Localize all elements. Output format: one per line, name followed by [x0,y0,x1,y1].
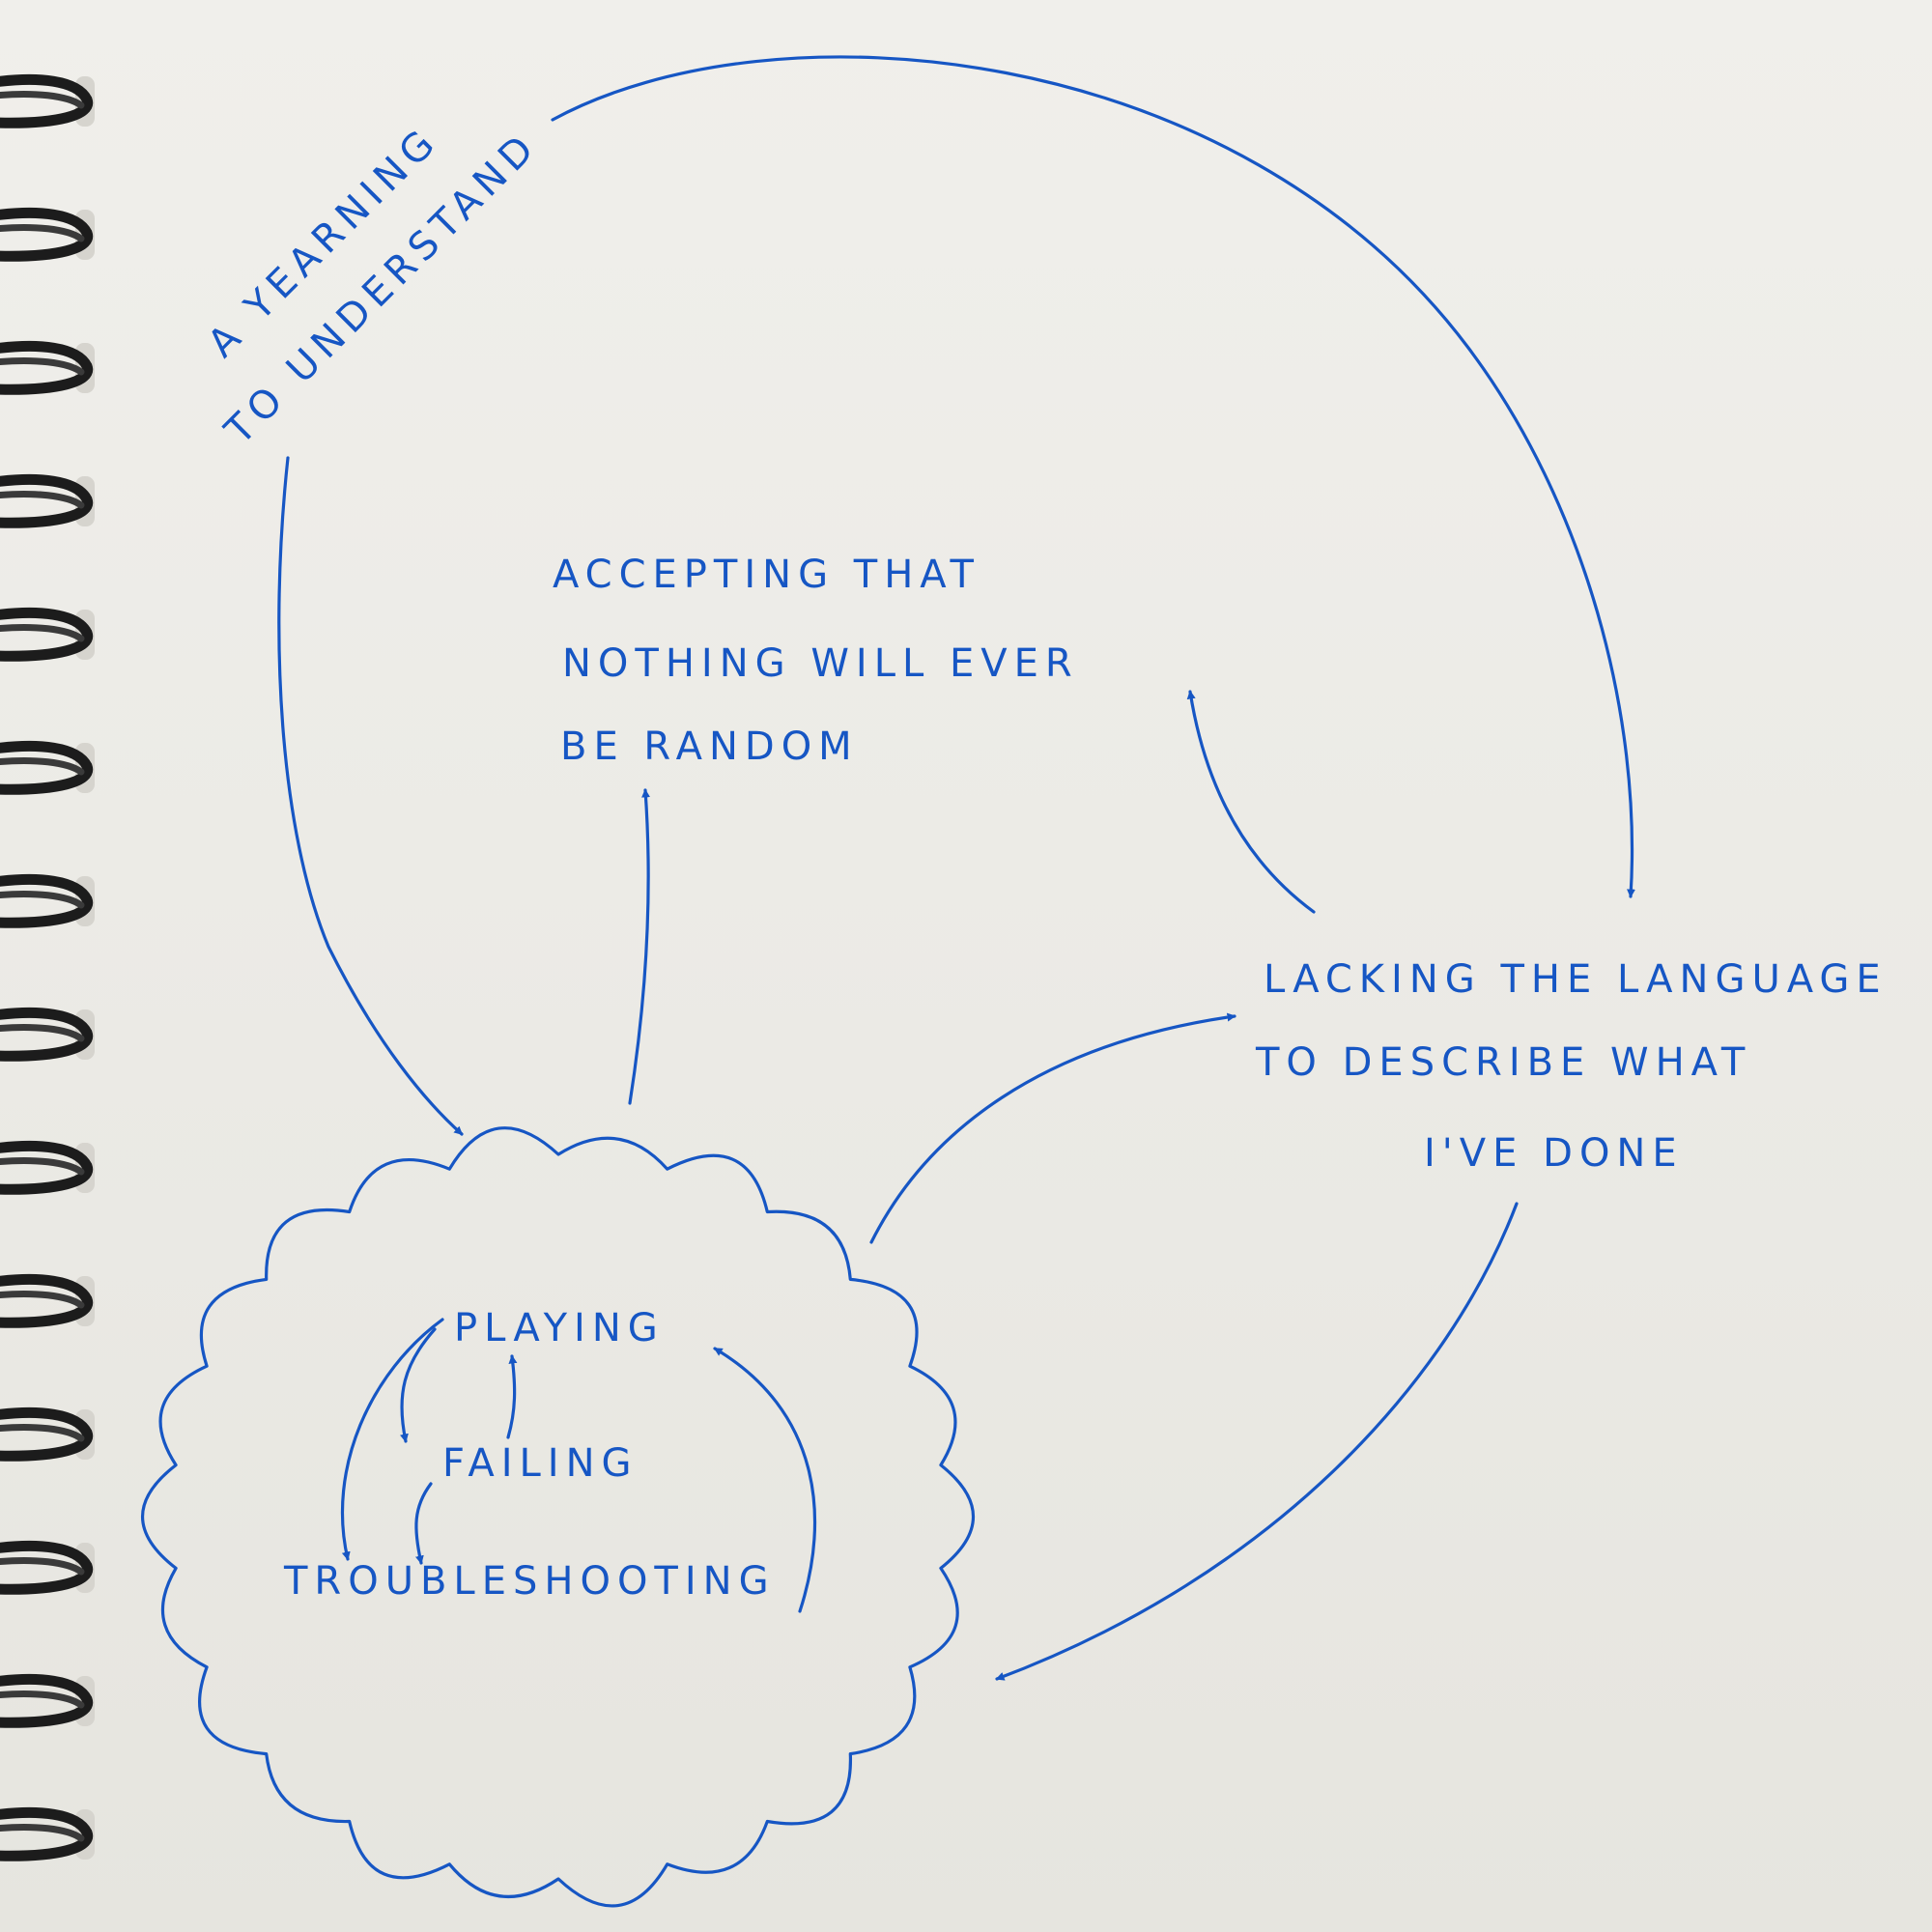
binding-ring [0,1406,95,1462]
spiral-binding [0,73,95,1861]
binding-ring [0,873,95,928]
arrow-playing-to-troubleshooting [340,1318,444,1561]
arrow-playing-to-failing [400,1327,437,1443]
cloud-items: PLAYING FAILING TROUBLESHOOTING [283,1306,776,1604]
arrow-lacking-to-cloud [995,1202,1519,1681]
node-lacking: LACKING THE LANGUAGE TO DESCRIBE WHAT I'… [1255,957,1888,1176]
node-accepting-line1: ACCEPTING THAT [553,553,980,597]
binding-ring [0,1273,95,1328]
arrow-failing-to-playing [506,1354,518,1439]
arrow-cloud-to-lacking [869,1012,1236,1244]
binding-ring [0,607,95,662]
node-accepting-line3: BE RANDOM [560,724,859,769]
binding-ring [0,1806,95,1861]
node-accepting-line2: NOTHING WILL EVER [562,641,1079,686]
binding-ring [0,1540,95,1595]
node-yearning: A YEARNING TO UNDERSTAND [200,118,548,454]
binding-ring [0,473,95,528]
binding-ring [0,1007,95,1062]
node-lacking-line2: TO DESCRIBE WHAT [1255,1040,1751,1085]
arrow-troubleshooting-to-playing [713,1347,817,1613]
binding-ring [0,207,95,262]
binding-ring [0,340,95,395]
binding-ring [0,740,95,795]
node-accepting: ACCEPTING THAT NOTHING WILL EVER BE RAND… [553,553,1079,769]
binding-ring [0,1140,95,1195]
cloud-item-failing: FAILING [442,1441,639,1486]
node-lacking-line3: I'VE DONE [1424,1131,1684,1176]
cloud-outline [141,1126,975,1908]
arrow-yearning-to-cloud [277,456,464,1136]
arrow-failing-to-troubleshooting [414,1482,433,1565]
arrow-cloud-to-accepting [628,788,651,1105]
cloud-item-troubleshooting: TROUBLESHOOTING [283,1559,776,1604]
cloud-item-playing: PLAYING [454,1306,665,1350]
arrow-lacking-to-accepting [1186,690,1316,914]
node-lacking-line1: LACKING THE LANGUAGE [1264,957,1888,1002]
binding-ring [0,73,95,128]
binding-ring [0,1673,95,1728]
arrow-yearning-to-lacking [551,55,1635,898]
